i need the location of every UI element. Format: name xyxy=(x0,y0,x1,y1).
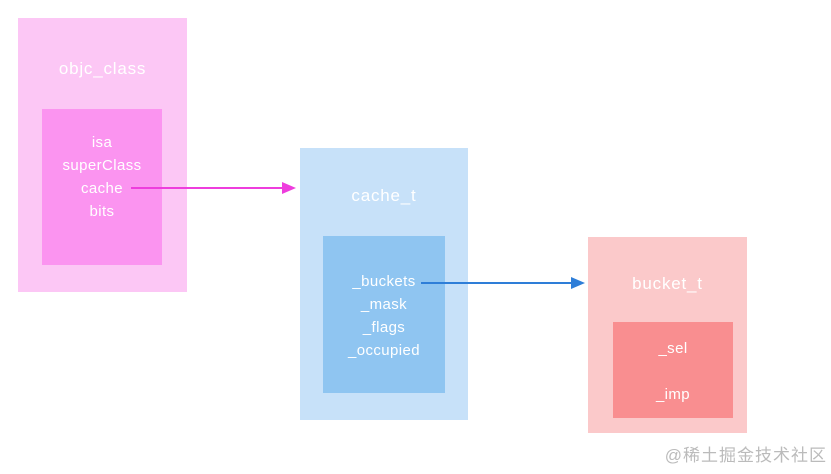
node-objc-class: objc_class isa superClass cache bits xyxy=(18,18,187,292)
field-cache: cache xyxy=(80,180,124,197)
node-cache-t-fields: _buckets _mask _flags _occupied xyxy=(323,236,445,393)
field-buckets: _buckets xyxy=(352,273,416,290)
field-occupied: _occupied xyxy=(348,342,420,359)
node-bucket-t-title: bucket_t xyxy=(632,274,703,293)
node-bucket-t-fields: _sel _imp xyxy=(613,322,733,418)
arrow-buckets-to-bucket-t-line xyxy=(421,282,571,284)
field-superclass: superClass xyxy=(62,157,142,174)
field-imp: _imp xyxy=(655,386,691,403)
arrow-right-icon xyxy=(282,182,296,194)
arrow-cache-to-cache-t-line xyxy=(131,187,282,189)
field-flags: _flags xyxy=(362,319,406,336)
field-sel: _sel xyxy=(658,340,688,357)
arrow-right-icon xyxy=(571,277,585,289)
field-bits: bits xyxy=(89,203,115,220)
watermark: @稀土掘金技术社区 xyxy=(664,446,827,465)
node-objc-class-title: objc_class xyxy=(58,59,147,78)
node-cache-t-title: cache_t xyxy=(351,186,417,205)
node-cache-t: cache_t _buckets _mask _flags _occupied xyxy=(300,148,468,420)
node-bucket-t: bucket_t _sel _imp xyxy=(588,237,747,433)
field-isa: isa xyxy=(91,134,113,151)
field-mask: _mask xyxy=(360,296,408,313)
